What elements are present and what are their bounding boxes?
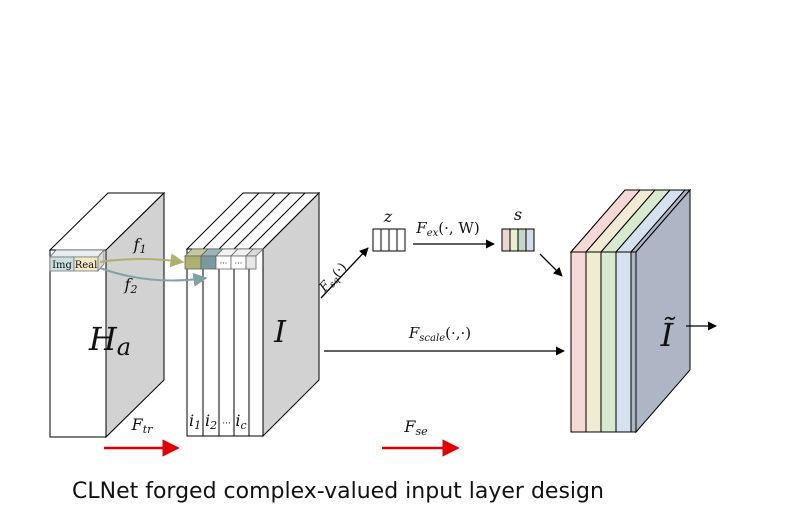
feature-arrows: f1 f2 (99, 235, 208, 296)
block-output: Ĩ (569, 188, 717, 434)
fscale-op: Fscale(·,·) (324, 324, 565, 356)
ftr-label: Ftr (131, 415, 154, 436)
f2-label: f2 (124, 275, 138, 296)
fsq-arrow (320, 247, 369, 299)
real-label: Real (75, 260, 98, 271)
s-label: s (514, 205, 522, 224)
img-real-cells: Img Real (49, 248, 105, 273)
fex-op: Fex(·, W) (413, 219, 495, 249)
slice-label-i2: i2 (205, 411, 217, 432)
block-i: ··· ··· I i1 i2 ··· ic (184, 191, 321, 438)
fsq-op: Fsq(·) (316, 247, 369, 299)
feature-cells: ··· ··· (184, 248, 264, 270)
fse-label: Fse (403, 417, 428, 438)
s-to-output-arrow (539, 253, 563, 277)
f1-label: f1 (133, 235, 147, 256)
block-ha: Img Real Ha (48, 191, 166, 439)
cell-dots-2: ··· (235, 259, 243, 268)
fscale-label: Fscale(·,·) (408, 324, 471, 344)
slice-label-i1: i1 (189, 411, 201, 432)
f2-arrow (99, 267, 208, 287)
fse-op: Fse (382, 417, 460, 457)
z-label: z (383, 207, 393, 226)
fex-label: Fex(·, W) (415, 219, 479, 239)
slice-label-ic: ic (235, 411, 246, 432)
s-vector: s (501, 205, 535, 252)
i-label: I (273, 315, 287, 350)
ftr-op: Ftr (104, 415, 180, 457)
z-vector: z (372, 207, 406, 252)
slice-label-dots: ··· (222, 419, 231, 429)
f2-cell (200, 255, 217, 270)
fsq-label: Fsq(·) (316, 260, 352, 297)
f1-cell (184, 255, 202, 270)
ha-label: Ha (88, 320, 131, 361)
caption: CLNet forged complex-valued input layer … (72, 479, 604, 504)
cell-dots-1: ··· (220, 259, 228, 268)
output-label: Ĩ (660, 316, 676, 354)
f1-arrow (99, 253, 185, 268)
img-label: Img (52, 260, 72, 271)
